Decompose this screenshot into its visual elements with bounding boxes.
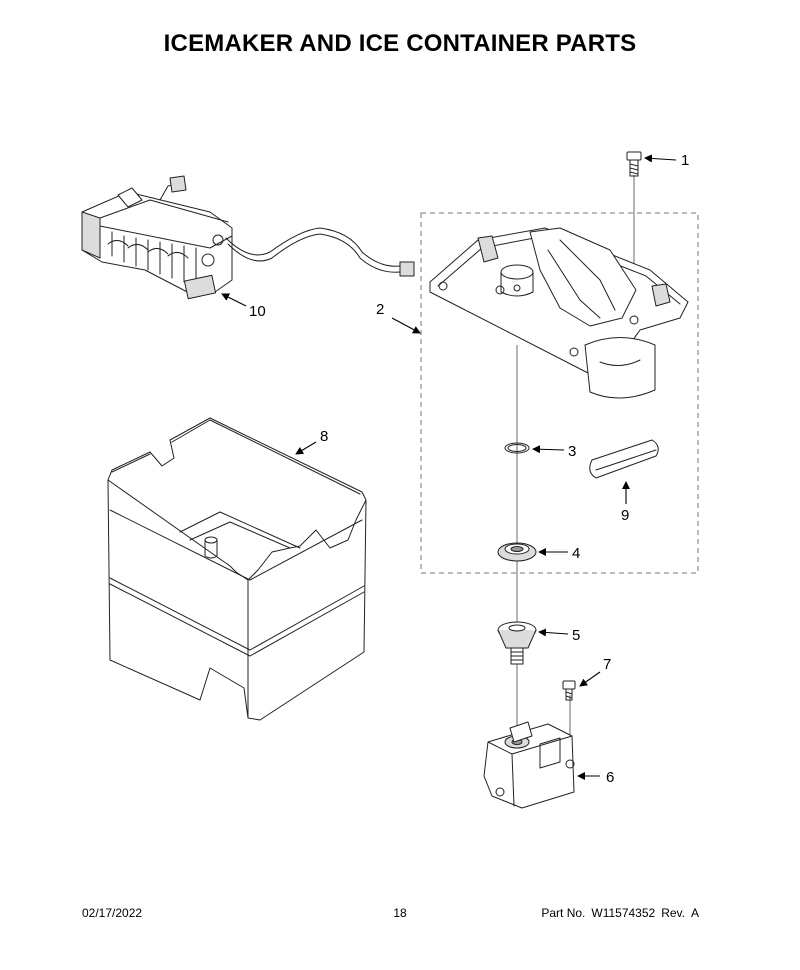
ice-chute-assembly-part <box>429 227 689 399</box>
callout-3: 3 <box>568 443 576 460</box>
footer-revision: Rev. A <box>661 906 699 920</box>
leader-8 <box>295 441 317 455</box>
callout-7: 7 <box>603 656 611 673</box>
footer-part-info: Part No. W11574352 Rev. A <box>541 906 699 920</box>
footer-part-label: Part No. <box>541 906 586 920</box>
footer-page-number: 18 <box>393 906 407 920</box>
icemaker-part <box>81 175 415 300</box>
footer-date: 02/17/2022 <box>82 906 143 920</box>
callout-6: 6 <box>606 769 614 786</box>
callout-1: 1 <box>681 152 689 169</box>
auger-motor-part <box>483 721 575 809</box>
callout-9: 9 <box>621 507 629 524</box>
ring-part <box>504 442 530 454</box>
ice-container-part <box>107 417 367 721</box>
leader-10 <box>221 293 247 307</box>
motor-screw-part <box>562 680 576 701</box>
leader-2 <box>391 317 421 334</box>
callout-5: 5 <box>572 627 580 644</box>
assembly-boundary <box>420 212 699 574</box>
callout-4: 4 <box>572 545 580 562</box>
footer-part-number: W11574352 <box>591 906 656 920</box>
callout-10: 10 <box>249 303 266 320</box>
band-part <box>589 439 659 479</box>
leader-5 <box>538 628 569 637</box>
callout-8: 8 <box>320 428 328 445</box>
leader-3 <box>532 445 565 454</box>
screw-part <box>626 151 642 177</box>
page-title: ICEMAKER AND ICE CONTAINER PARTS <box>163 30 637 57</box>
callout-2: 2 <box>376 301 384 318</box>
leader-7 <box>579 671 601 687</box>
coupler-part <box>497 621 537 665</box>
bearing-part <box>497 542 537 562</box>
leader-1 <box>644 154 677 163</box>
